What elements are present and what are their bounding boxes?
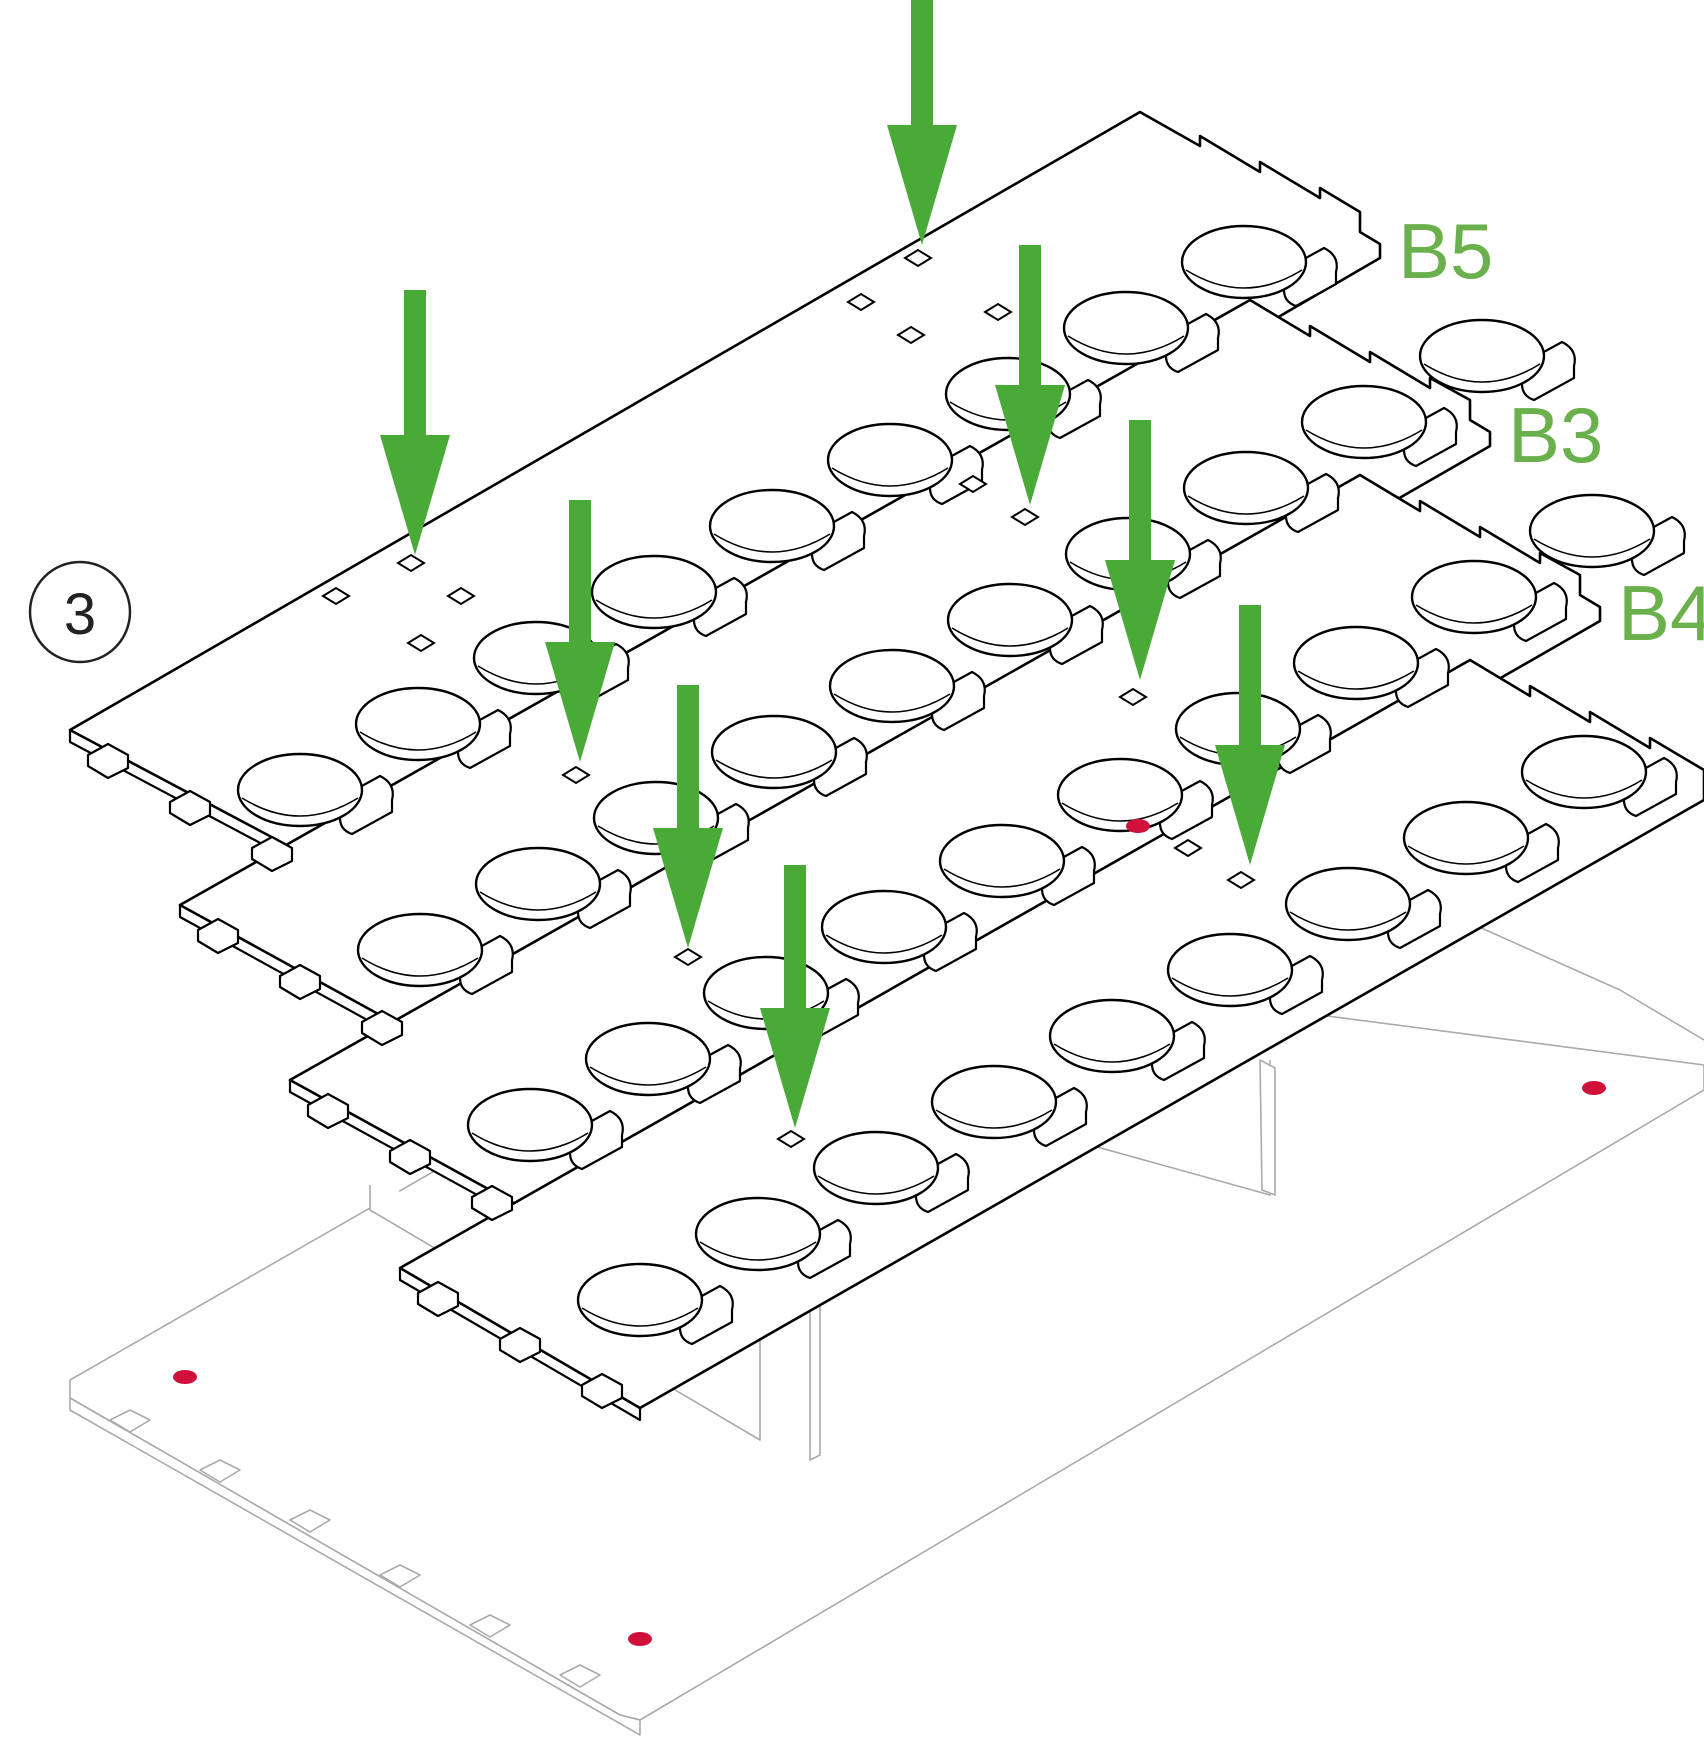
down-arrow-icon: [887, 0, 957, 245]
cutout-hole: [1410, 559, 1568, 643]
round-cutouts: [236, 224, 1686, 1346]
cutout-hole: [1166, 932, 1324, 1016]
step-number: 3: [64, 582, 96, 647]
cutout-hole: [354, 686, 512, 770]
cutout-hole: [474, 846, 632, 930]
label-b3: B3: [1508, 391, 1603, 479]
down-arrow-icon: [380, 290, 450, 555]
edge-tabs: [86, 742, 624, 1410]
cutout-hole: [576, 1262, 734, 1346]
cutout-hole: [930, 1064, 1088, 1148]
down-arrow-icon: [995, 245, 1065, 505]
cutout-hole: [590, 554, 748, 638]
cutout-hole: [828, 648, 986, 732]
cutout-hole: [1056, 757, 1214, 841]
cutout-hole: [1418, 318, 1576, 402]
cutout-hole: [938, 823, 1096, 907]
down-arrow-icon: [545, 500, 615, 762]
cutout-hole: [1062, 290, 1220, 374]
cutout-hole: [466, 1087, 624, 1171]
red-dot-marker: [1126, 819, 1150, 833]
red-markers: [173, 819, 1606, 1646]
part-labels: B5 B3 B4: [1398, 207, 1704, 657]
cutout-hole: [1292, 625, 1450, 709]
cutout-hole: [1520, 734, 1678, 818]
cutout-hole: [812, 1130, 970, 1214]
red-dot-marker: [1582, 1081, 1606, 1095]
insertion-arrows: [380, 0, 1285, 1128]
label-b5: B5: [1398, 207, 1493, 295]
cutout-hole: [826, 422, 984, 506]
cutout-hole: [710, 714, 868, 798]
cutout-hole: [820, 889, 978, 973]
cutout-hole: [1182, 450, 1340, 534]
cutout-hole: [356, 912, 514, 996]
label-b4: B4: [1618, 569, 1704, 657]
down-arrow-icon: [760, 865, 830, 1128]
cutout-hole: [1284, 866, 1442, 950]
cutout-hole: [1048, 998, 1206, 1082]
cutout-hole: [1402, 800, 1560, 884]
down-arrow-icon: [1105, 420, 1175, 680]
down-arrow-icon: [1215, 605, 1285, 865]
step-circle: [28, 560, 132, 664]
cutout-hole: [1180, 224, 1338, 308]
alignment-slots: [321, 248, 1256, 1149]
step-indicator: 3: [28, 560, 132, 664]
cutout-hole: [584, 1021, 742, 1105]
red-dot-marker: [173, 1370, 197, 1384]
cutout-hole: [946, 582, 1104, 666]
down-arrow-icon: [653, 685, 723, 948]
cutout-hole: [694, 1196, 852, 1280]
cutout-hole: [1300, 384, 1458, 468]
cutout-hole: [1528, 493, 1686, 577]
red-dot-marker: [628, 1632, 652, 1646]
cutout-hole: [708, 488, 866, 572]
cutout-hole: [236, 752, 394, 836]
